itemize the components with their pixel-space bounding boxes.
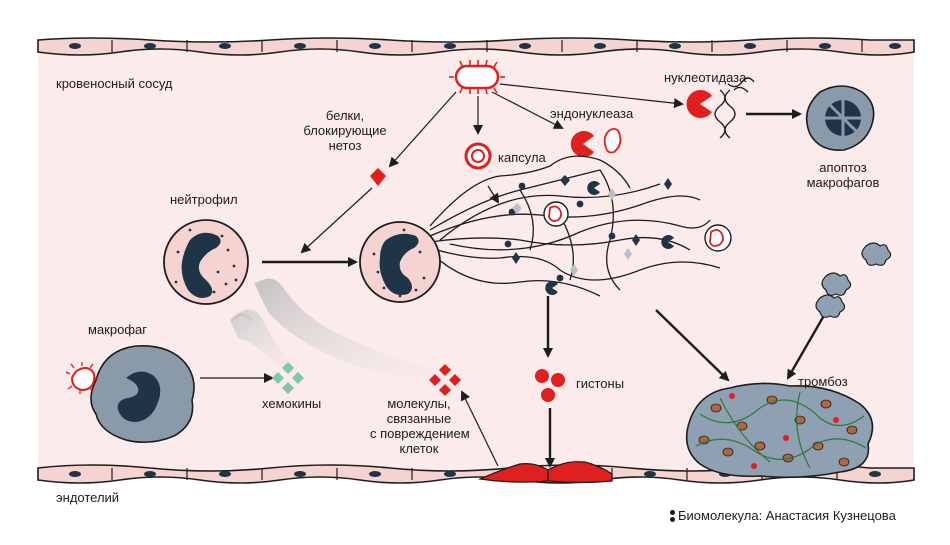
- damage-line-1: молекулы,: [387, 396, 451, 411]
- damage-molecules-label: молекулы, связанные с повреждением клето…: [370, 396, 470, 456]
- damage-molecules-icon: [429, 364, 461, 396]
- capsule-icon: [464, 142, 492, 170]
- neutrophil: [163, 219, 249, 305]
- histones-label: гистоны: [576, 376, 625, 391]
- platelets: [815, 242, 892, 318]
- arrows: [200, 83, 684, 467]
- trapped-bacteria: [543, 201, 732, 252]
- bottom-endothelium: [37, 464, 915, 484]
- endonuclease-icon: [570, 127, 622, 157]
- neutrophil-label: нейтрофил: [170, 192, 238, 207]
- chemokines-icon: [272, 362, 304, 394]
- capsule-label: капсула: [498, 150, 546, 165]
- damaged-endothelium: [477, 461, 613, 484]
- top-endothelium: [37, 37, 915, 56]
- apoptotic-macrophage: [805, 85, 875, 151]
- chemokines-label: хемокины: [262, 396, 322, 411]
- bacterium-source: [449, 59, 505, 95]
- apoptosis-line-1: апоптоз: [819, 160, 867, 175]
- damage-line-4: клеток: [399, 441, 439, 456]
- apoptosis-line-2: макрофагов: [806, 175, 880, 190]
- net-granules: [504, 175, 672, 282]
- proteins-line-3: нетоз: [328, 138, 362, 153]
- bold-arrows: [262, 109, 828, 468]
- biomolecula-logo-icon: [670, 509, 675, 522]
- proteins-label: белки, блокирующие нетоз: [302, 108, 388, 153]
- netosis-blocking-protein-icon: [370, 168, 386, 186]
- endothelium-label: эндотелий: [56, 490, 120, 505]
- apoptosis-label: апоптоз макрофагов: [800, 160, 886, 190]
- signal-smoke: [230, 278, 440, 379]
- net-grey-granules: [512, 188, 632, 276]
- endonuclease-label: эндонуклеаза: [550, 106, 634, 121]
- nucleotidase-label: нуклеотидаза: [664, 70, 747, 85]
- credit: Биомолекула: Анастасия Кузнецова: [670, 508, 896, 523]
- nucleotidase-icon: [686, 77, 755, 139]
- netotic-neutrophil: [359, 221, 441, 303]
- proteins-line-1: белки,: [325, 108, 365, 123]
- net-pacs: [545, 181, 674, 296]
- net-fibres: [429, 155, 721, 297]
- macrophage: [65, 345, 195, 444]
- credit-text: Биомолекула: Анастасия Кузнецова: [678, 508, 896, 523]
- thrombosis-label: тромбоз: [798, 374, 848, 389]
- macrophage-label: макрофаг: [88, 322, 147, 337]
- damage-line-2: связанные: [386, 411, 452, 426]
- vessel-label: кровеносный сосуд: [56, 76, 173, 91]
- proteins-line-2: блокирующие: [303, 123, 387, 138]
- histones-icon: [535, 369, 565, 402]
- thrombus: [685, 382, 874, 479]
- damage-line-3: с повреждением: [370, 426, 470, 441]
